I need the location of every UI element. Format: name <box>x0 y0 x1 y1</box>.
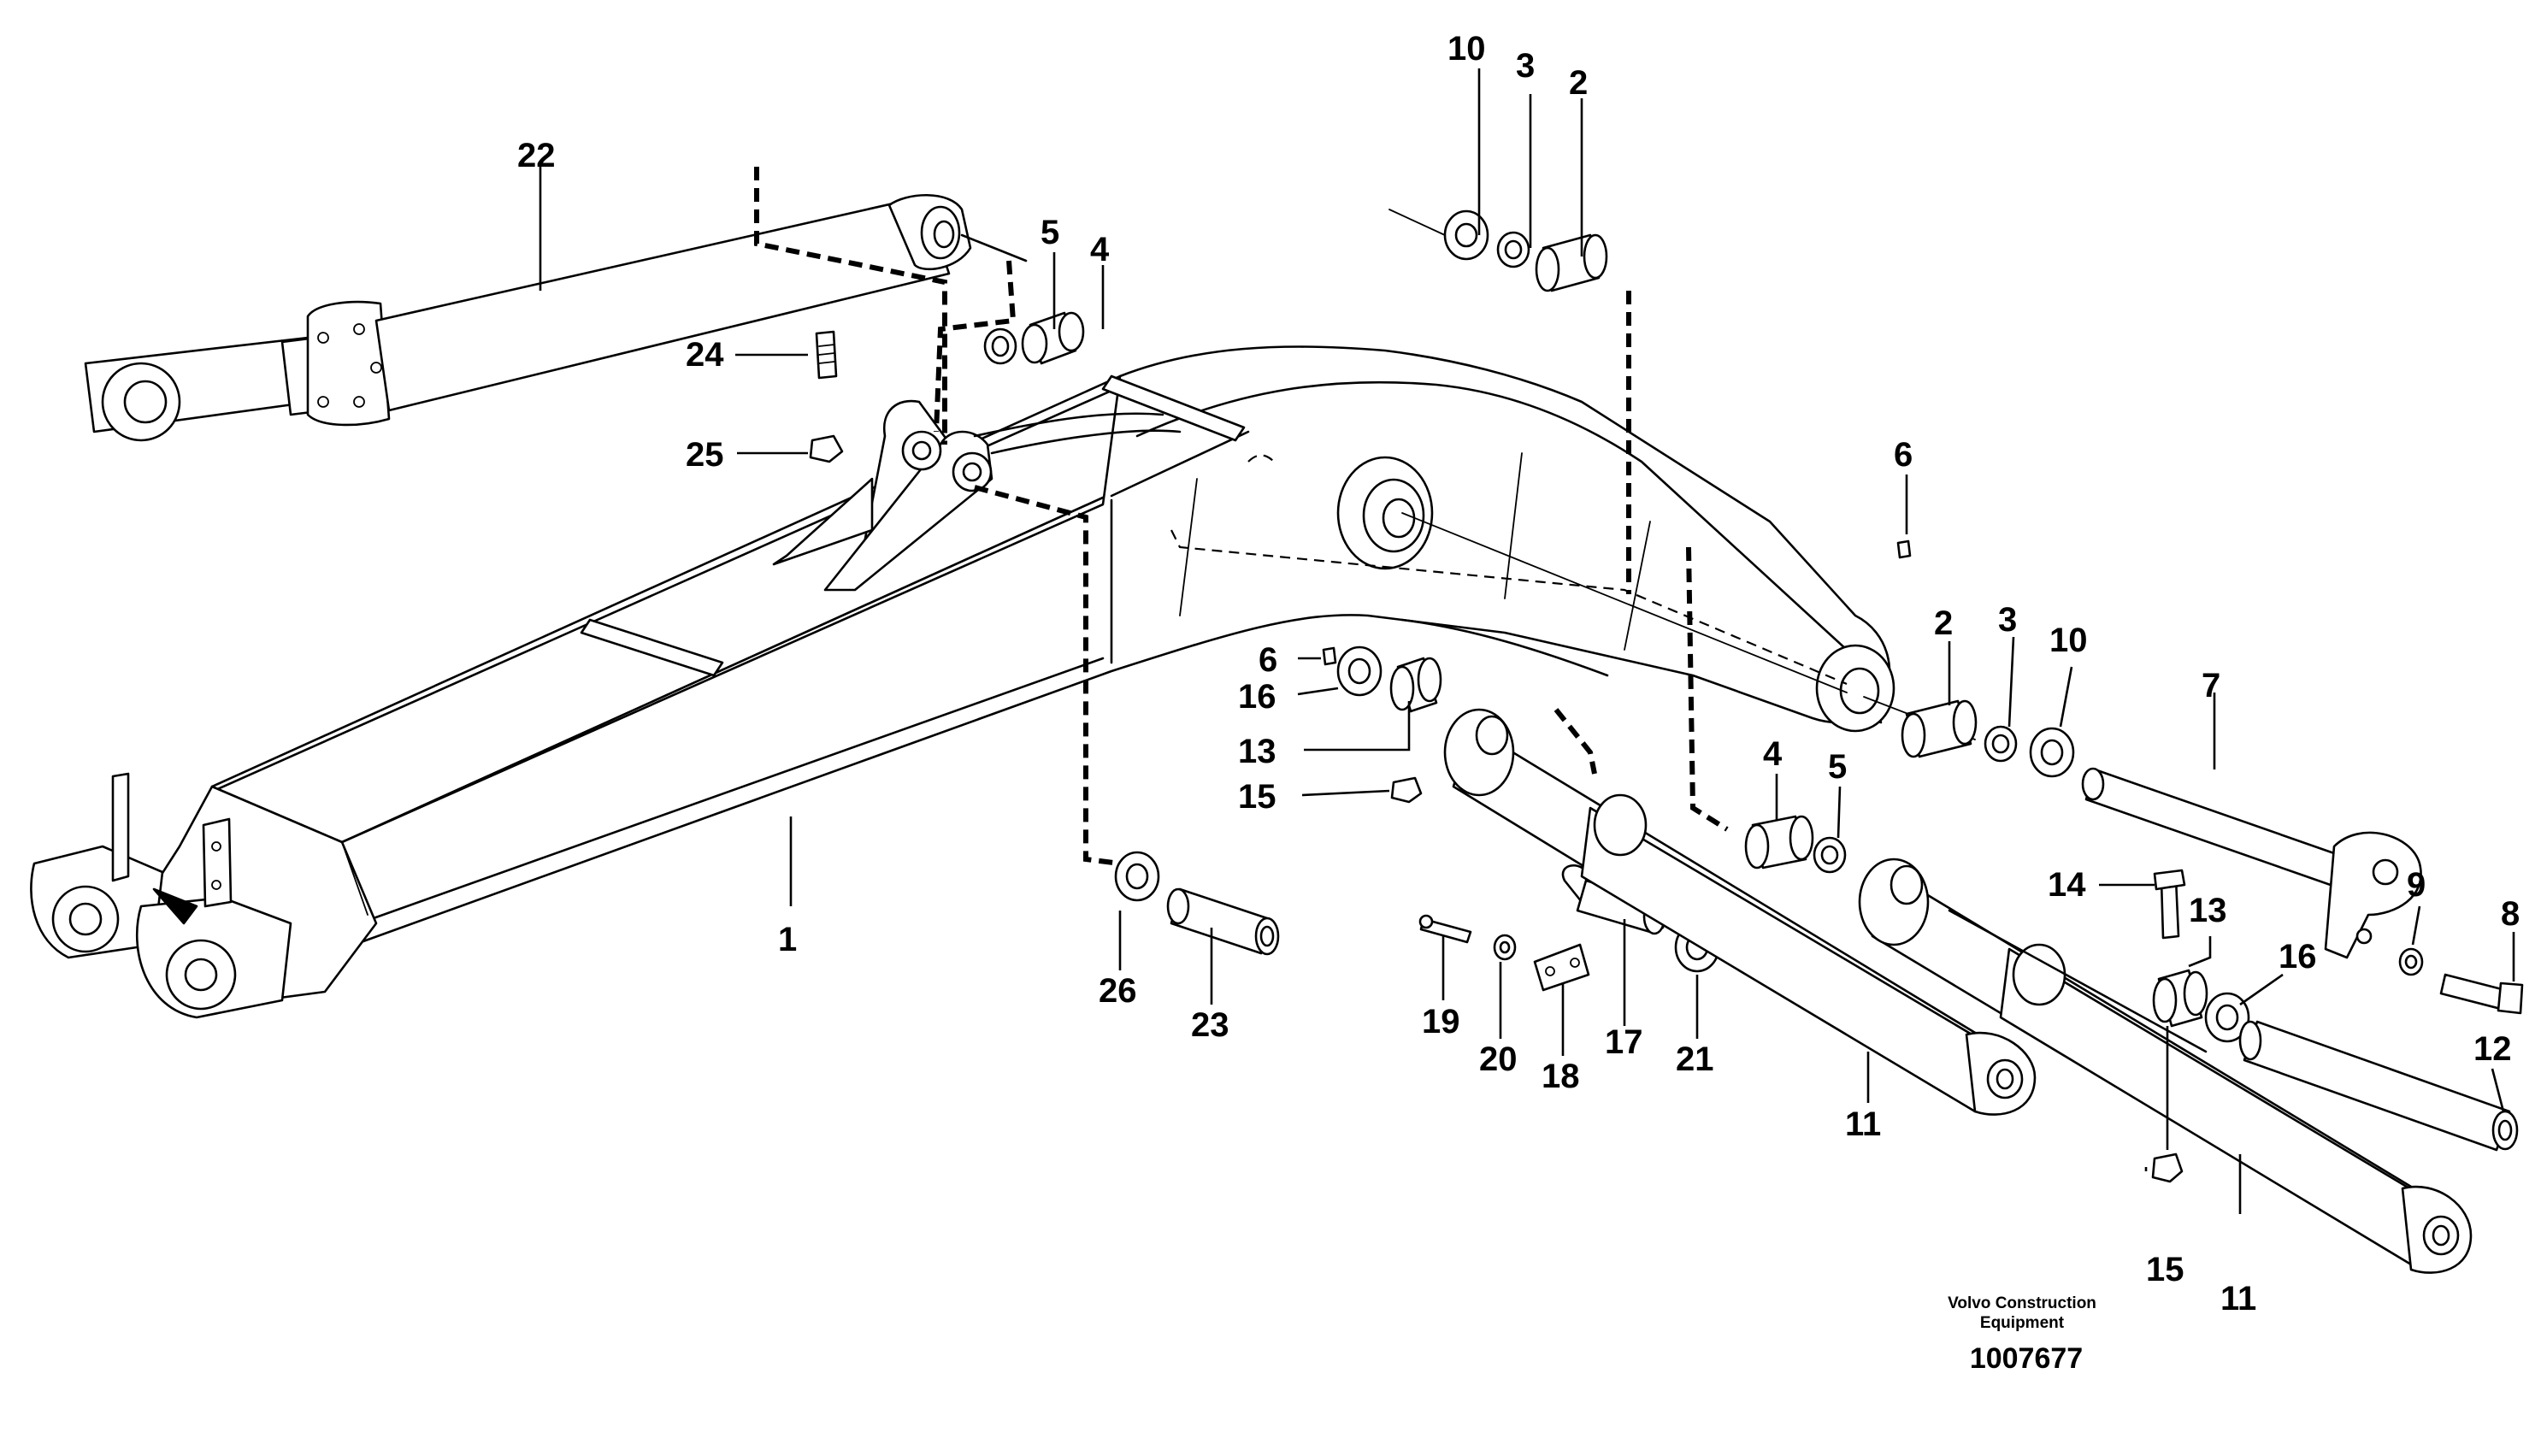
callout-1: 1 <box>778 921 797 958</box>
callout-20: 20 <box>1479 1040 1518 1078</box>
callout-6-right: 6 <box>1894 436 1913 474</box>
callout-12: 12 <box>2473 1030 2512 1068</box>
callout-8: 8 <box>2501 895 2520 933</box>
callout-18: 18 <box>1542 1058 1580 1095</box>
boom-part-1 <box>30 345 1895 1019</box>
callout-22: 22 <box>517 137 556 174</box>
callout-16-right: 16 <box>2279 938 2317 976</box>
caption-line-1: Volvo Construction <box>1948 1294 2096 1312</box>
callout-2-right: 2 <box>1934 604 1953 642</box>
callout-11-left: 11 <box>1845 1105 1881 1143</box>
callout-15-right: 15 <box>2146 1251 2184 1288</box>
callout-13-mid: 13 <box>1238 733 1276 770</box>
callout-17: 17 <box>1605 1023 1643 1061</box>
arm-cylinders-part-11 <box>1443 708 2473 1274</box>
callout-10-top: 10 <box>1447 30 1486 68</box>
callout-3-right: 3 <box>1998 601 2017 639</box>
callout-9: 9 <box>2407 866 2426 904</box>
callout-6-mid: 6 <box>1259 641 1277 679</box>
callout-5-upper: 5 <box>1041 214 1059 251</box>
callout-25: 25 <box>686 436 724 474</box>
callout-24: 24 <box>686 336 724 374</box>
callout-2-top: 2 <box>1569 64 1588 102</box>
caption-line-2: Equipment <box>1980 1314 2065 1332</box>
callout-21: 21 <box>1676 1040 1714 1078</box>
callout-3-top: 3 <box>1516 47 1535 85</box>
callout-13-right: 13 <box>2189 892 2227 929</box>
callout-7: 7 <box>2202 667 2220 704</box>
callout-14: 14 <box>2048 866 2086 904</box>
callout-4-lower: 4 <box>1763 735 1783 773</box>
callout-15-mid: 15 <box>1238 778 1276 816</box>
callout-23: 23 <box>1191 1006 1229 1044</box>
leader-lines <box>539 68 2515 1214</box>
figure-number: 1007677 <box>1970 1342 2083 1375</box>
callout-19: 19 <box>1422 1003 1460 1040</box>
boom-cylinder-part-22 <box>84 193 1028 442</box>
figure-caption: Volvo Construction Equipment 1007677 <box>1948 1294 2096 1375</box>
callout-10-right: 10 <box>2049 622 2088 659</box>
callout-11-right: 11 <box>2220 1280 2256 1317</box>
callout-labels: 22 10 3 2 5 4 24 25 6 6 16 13 15 2 3 10 … <box>517 30 2520 1317</box>
assembly-lines <box>754 167 1976 866</box>
callout-4-upper: 4 <box>1090 231 1110 268</box>
callout-26: 26 <box>1099 972 1137 1010</box>
callout-16-mid: 16 <box>1238 678 1276 716</box>
callout-5-lower: 5 <box>1828 748 1847 786</box>
hardware-parts <box>809 209 2524 1183</box>
